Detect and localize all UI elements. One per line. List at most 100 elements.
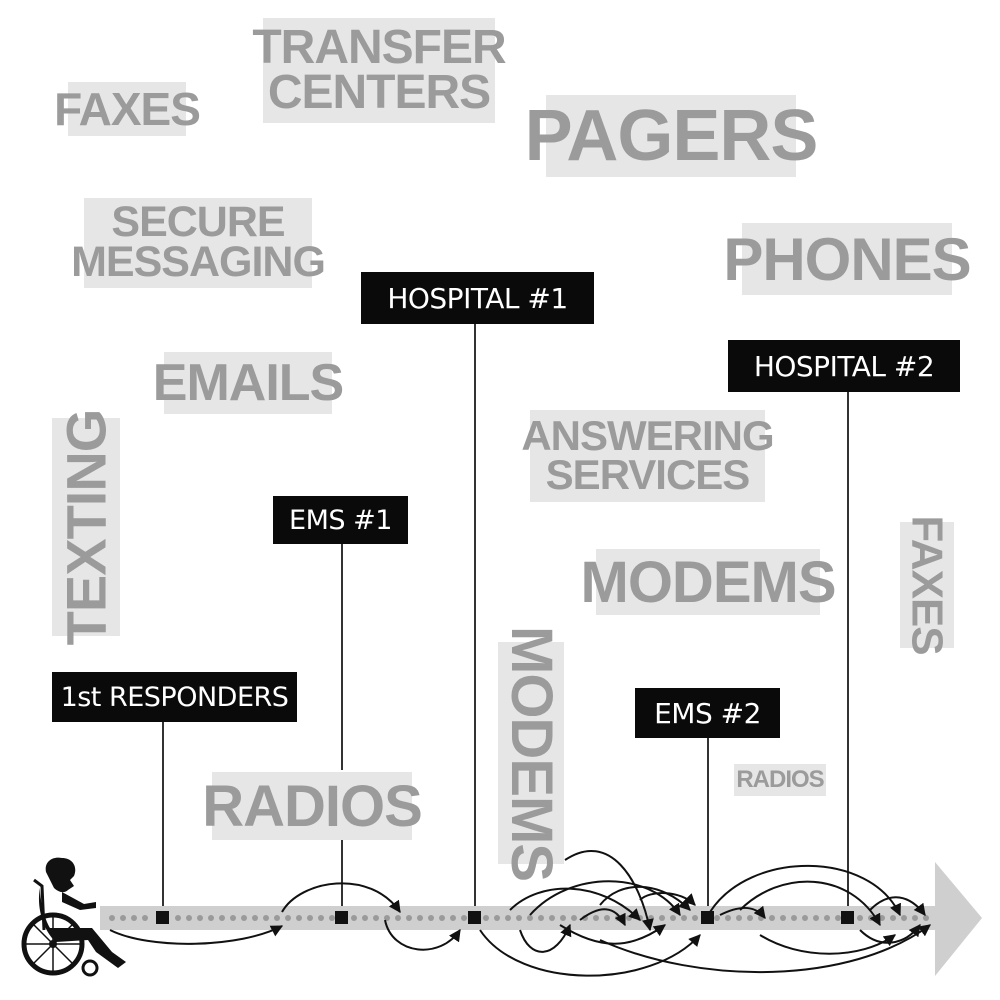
tag-phones: PHONES bbox=[723, 223, 972, 295]
timeline-dot bbox=[901, 915, 907, 921]
timeline-dot bbox=[318, 915, 324, 921]
leader-line-hospital-2 bbox=[847, 390, 849, 918]
timeline-dot bbox=[571, 915, 577, 921]
stage-ems-2-label: EMS #2 bbox=[654, 696, 761, 730]
tag-answering-services-line1: ANSWERING bbox=[521, 412, 774, 460]
tag-phones-label: PHONES bbox=[723, 225, 971, 293]
timeline-dot bbox=[813, 915, 819, 921]
timeline-dot bbox=[527, 915, 533, 921]
timeline-dot bbox=[912, 915, 918, 921]
leader-line-ems-1 bbox=[341, 540, 343, 770]
handoff-arrow bbox=[639, 892, 696, 906]
timeline-dot bbox=[648, 915, 654, 921]
timeline-dot bbox=[604, 915, 610, 921]
timeline-dot bbox=[296, 915, 302, 921]
timeline-dot bbox=[791, 915, 797, 921]
timeline-dot bbox=[923, 915, 929, 921]
tag-radios-small-label: RADIOS bbox=[736, 766, 824, 793]
tag-secure-messaging-line1: SECURE bbox=[111, 198, 285, 247]
timeline-dot bbox=[351, 915, 357, 921]
tag-modems-right-label: MODEMS bbox=[580, 549, 837, 615]
timeline-dots bbox=[109, 915, 929, 921]
timeline-dot bbox=[373, 915, 379, 921]
leader-line-first-responders bbox=[162, 720, 164, 918]
timeline-dot bbox=[769, 915, 775, 921]
handoff-arrow bbox=[109, 925, 284, 945]
handoff-arrow bbox=[529, 880, 681, 916]
timeline-dot bbox=[461, 915, 467, 921]
tag-radios-small: RADIOS bbox=[734, 764, 826, 796]
timeline-dot bbox=[538, 915, 544, 921]
tag-faxes-right: FAXES bbox=[900, 515, 954, 655]
marker-ems-1 bbox=[335, 911, 348, 924]
tag-secure-messaging: SECURE MESSAGING bbox=[71, 198, 326, 288]
handoff-arrow bbox=[559, 924, 666, 945]
timeline-dot bbox=[131, 915, 137, 921]
timeline-dot bbox=[659, 915, 665, 921]
tag-pagers: PAGERS bbox=[525, 95, 818, 177]
timeline-dot bbox=[450, 915, 456, 921]
timeline-dot bbox=[824, 915, 830, 921]
timeline-dot bbox=[307, 915, 313, 921]
timeline-dot bbox=[230, 915, 236, 921]
timeline-dot bbox=[681, 915, 687, 921]
stage-ems-2: EMS #2 bbox=[635, 688, 780, 738]
tag-modems-vertical: MODEMS bbox=[498, 626, 564, 881]
timeline-dot bbox=[494, 915, 500, 921]
tag-secure-messaging-label: SECURE MESSAGING bbox=[71, 198, 326, 286]
timeline-dot bbox=[725, 915, 731, 921]
timeline-dot bbox=[186, 915, 192, 921]
timeline-dot bbox=[285, 915, 291, 921]
timeline-dot bbox=[406, 915, 412, 921]
timeline-dot bbox=[780, 915, 786, 921]
timeline-dot bbox=[241, 915, 247, 921]
tag-answering-services: ANSWERING SERVICES bbox=[521, 410, 775, 502]
timeline-dot bbox=[384, 915, 390, 921]
tag-pagers-label: PAGERS bbox=[524, 96, 819, 176]
timeline-dot bbox=[417, 915, 423, 921]
timeline-arrow-icon bbox=[100, 862, 982, 976]
timeline-dot bbox=[835, 915, 841, 921]
handoff-arrow bbox=[759, 934, 896, 955]
handoff-arrow bbox=[599, 924, 931, 974]
timeline-dot bbox=[120, 915, 126, 921]
tag-transfer-centers: TRANSFER CENTERS bbox=[252, 18, 507, 123]
tag-secure-messaging-line2: MESSAGING bbox=[71, 238, 326, 286]
timeline-dot bbox=[208, 915, 214, 921]
handoff-arrows bbox=[109, 850, 931, 977]
handoff-arrow bbox=[384, 919, 461, 951]
stage-first-responders: 1st RESPONDERS bbox=[52, 672, 297, 722]
tag-emails: EMAILS bbox=[153, 352, 344, 414]
timeline-dot bbox=[692, 915, 698, 921]
handoff-arrow bbox=[281, 882, 401, 913]
handoff-arrow bbox=[564, 850, 654, 932]
timeline-dot bbox=[670, 915, 676, 921]
tag-transfer-centers-line1: TRANSFER bbox=[252, 21, 506, 75]
tag-radios-left-label: RADIOS bbox=[202, 773, 423, 839]
tag-answering-services-label: ANSWERING SERVICES bbox=[521, 412, 774, 498]
handoff-arrow bbox=[579, 908, 626, 927]
timeline-dot bbox=[879, 915, 885, 921]
timeline-dot bbox=[890, 915, 896, 921]
timeline-dot bbox=[252, 915, 258, 921]
timeline-dot bbox=[362, 915, 368, 921]
stage-first-responders-label: 1st RESPONDERS bbox=[60, 681, 289, 713]
timeline-dot bbox=[505, 915, 511, 921]
leader-line-ems-1-lower bbox=[341, 840, 343, 918]
marker-first-responders bbox=[156, 911, 169, 924]
timeline-dot bbox=[483, 915, 489, 921]
timeline-dot bbox=[395, 915, 401, 921]
tag-answering-services-line2: SERVICES bbox=[545, 451, 751, 498]
timeline-dot bbox=[868, 915, 874, 921]
stage-hospital-1-label: HOSPITAL #1 bbox=[387, 281, 568, 315]
stage-hospital-1: HOSPITAL #1 bbox=[361, 272, 594, 324]
tag-transfer-centers-label: TRANSFER CENTERS bbox=[252, 21, 506, 116]
timeline-dot bbox=[428, 915, 434, 921]
timeline-dot bbox=[736, 915, 742, 921]
handoff-arrow bbox=[739, 880, 881, 927]
timeline-dot bbox=[626, 915, 632, 921]
handoff-arrow bbox=[599, 885, 691, 911]
marker-hospital-1 bbox=[468, 911, 481, 924]
timeline-dot bbox=[747, 915, 753, 921]
